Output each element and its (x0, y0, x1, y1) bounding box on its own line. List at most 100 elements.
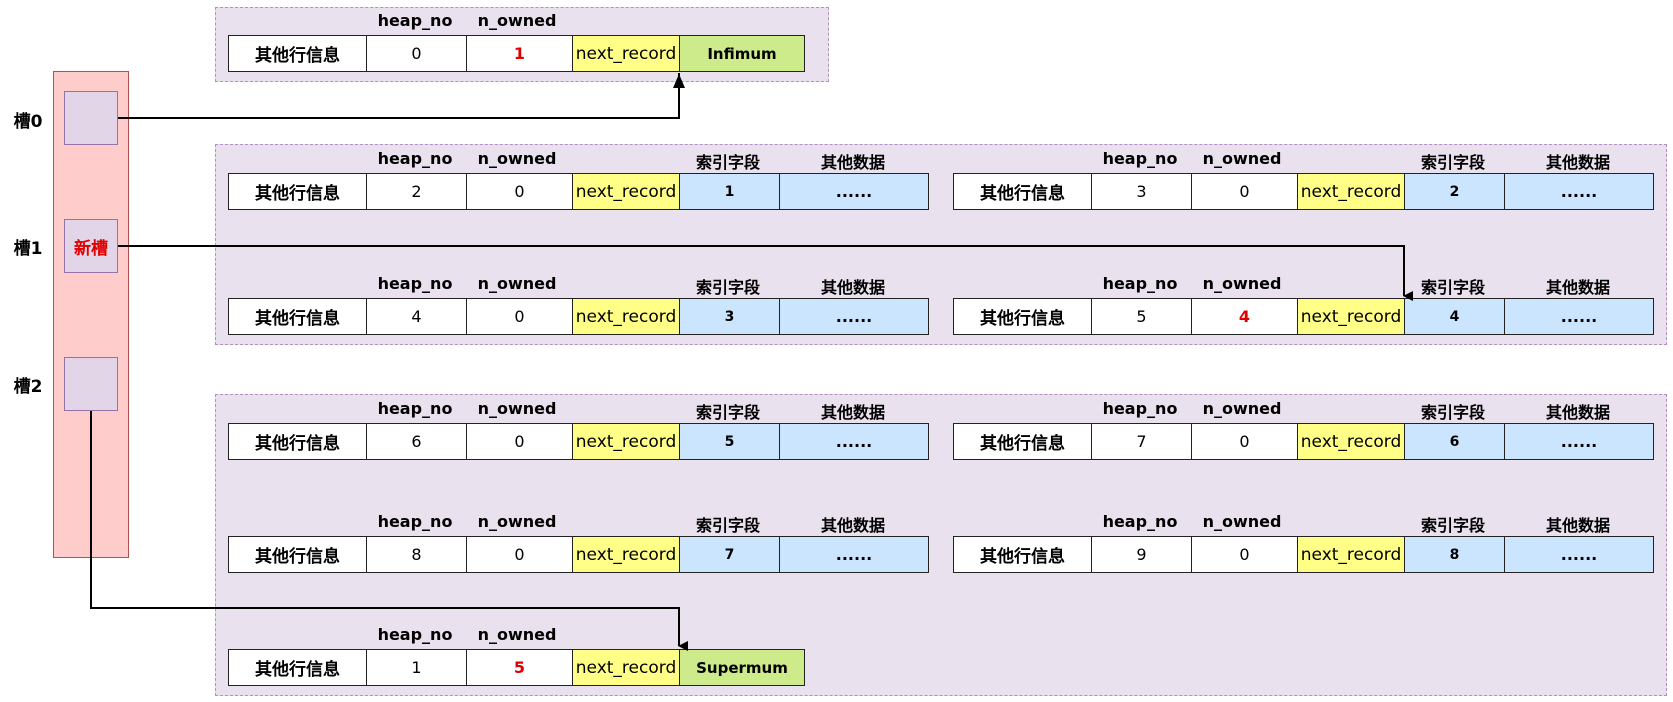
header-heap-no: heap_no (1102, 274, 1178, 293)
header-n-owned: n_owned (477, 399, 557, 418)
cell-next-record: next_record (1297, 298, 1405, 335)
slot-label-2: 槽2 (13, 377, 43, 397)
cell-other-info: 其他行信息 (953, 423, 1092, 460)
cell-other-data: ...... (779, 173, 929, 210)
cell-next-record: next_record (572, 536, 680, 573)
header-n-owned: n_owned (477, 11, 557, 30)
header-other-data: 其他数据 (820, 278, 886, 297)
cell-other-info: 其他行信息 (953, 173, 1092, 210)
header-index-field: 索引字段 (1420, 516, 1486, 535)
cell-heap-no: 6 (366, 423, 467, 460)
cell-next-record: next_record (572, 298, 680, 335)
header-index-field: 索引字段 (695, 278, 761, 297)
header-n-owned: n_owned (1202, 399, 1282, 418)
header-other-data: 其他数据 (820, 403, 886, 422)
cell-next-record: next_record (1297, 536, 1405, 573)
cell-infimum: Infimum (679, 35, 805, 72)
cell-other-info: 其他行信息 (228, 536, 367, 573)
cell-other-info: 其他行信息 (228, 173, 367, 210)
header-heap-no: heap_no (377, 11, 453, 30)
header-heap-no: heap_no (1102, 149, 1178, 168)
cell-index-field: 1 (679, 173, 780, 210)
header-heap-no: heap_no (377, 399, 453, 418)
cell-index-field: 5 (679, 423, 780, 460)
header-other-data: 其他数据 (1545, 153, 1611, 172)
cell-next-record: next_record (572, 423, 680, 460)
cell-n-owned: 1 (466, 35, 573, 72)
cell-index-field: 4 (1404, 298, 1505, 335)
header-other-data: 其他数据 (820, 153, 886, 172)
cell-other-data: ...... (779, 536, 929, 573)
cell-other-data: ...... (779, 298, 929, 335)
cell-heap-no: 4 (366, 298, 467, 335)
cell-other-data: ...... (1504, 536, 1654, 573)
slot-2 (64, 357, 118, 411)
cell-index-field: 7 (679, 536, 780, 573)
cell-other-info: 其他行信息 (228, 649, 367, 686)
slot-label-1: 槽1 (13, 239, 43, 259)
header-n-owned: n_owned (1202, 512, 1282, 531)
cell-index-field: 3 (679, 298, 780, 335)
header-heap-no: heap_no (377, 149, 453, 168)
header-n-owned: n_owned (477, 512, 557, 531)
header-other-data: 其他数据 (1545, 516, 1611, 535)
slot-label-0: 槽0 (13, 112, 43, 132)
header-index-field: 索引字段 (695, 516, 761, 535)
header-index-field: 索引字段 (695, 403, 761, 422)
cell-n-owned: 4 (1191, 298, 1298, 335)
header-heap-no: heap_no (377, 625, 453, 644)
cell-next-record: next_record (572, 173, 680, 210)
slot-1-new: 新槽 (64, 219, 118, 273)
header-n-owned: n_owned (1202, 274, 1282, 293)
cell-next-record: next_record (1297, 173, 1405, 210)
cell-next-record: next_record (572, 35, 680, 72)
header-heap-no: heap_no (377, 512, 453, 531)
cell-n-owned: 0 (466, 536, 573, 573)
cell-n-owned: 0 (1191, 423, 1298, 460)
cell-index-field: 2 (1404, 173, 1505, 210)
header-other-data: 其他数据 (1545, 278, 1611, 297)
cell-next-record: next_record (1297, 423, 1405, 460)
cell-heap-no: 5 (1091, 298, 1192, 335)
cell-heap-no: 9 (1091, 536, 1192, 573)
cell-other-info: 其他行信息 (953, 298, 1092, 335)
cell-n-owned: 0 (466, 298, 573, 335)
cell-index-field: 8 (1404, 536, 1505, 573)
header-index-field: 索引字段 (1420, 278, 1486, 297)
cell-other-data: ...... (1504, 298, 1654, 335)
cell-index-field: 6 (1404, 423, 1505, 460)
header-heap-no: heap_no (1102, 512, 1178, 531)
cell-heap-no: 1 (366, 649, 467, 686)
cell-heap-no: 3 (1091, 173, 1192, 210)
header-index-field: 索引字段 (695, 153, 761, 172)
cell-heap-no: 8 (366, 536, 467, 573)
cell-n-owned: 0 (1191, 173, 1298, 210)
cell-n-owned: 5 (466, 649, 573, 686)
header-other-data: 其他数据 (1545, 403, 1611, 422)
cell-n-owned: 0 (1191, 536, 1298, 573)
header-index-field: 索引字段 (1420, 153, 1486, 172)
header-heap-no: heap_no (1102, 399, 1178, 418)
cell-other-data: ...... (1504, 173, 1654, 210)
cell-n-owned: 0 (466, 173, 573, 210)
header-other-data: 其他数据 (820, 516, 886, 535)
header-n-owned: n_owned (477, 274, 557, 293)
cell-heap-no: 7 (1091, 423, 1192, 460)
header-heap-no: heap_no (377, 274, 453, 293)
header-n-owned: n_owned (477, 625, 557, 644)
cell-heap-no: 0 (366, 35, 467, 72)
cell-other-info: 其他行信息 (228, 35, 367, 72)
cell-other-data: ...... (1504, 423, 1654, 460)
header-index-field: 索引字段 (1420, 403, 1486, 422)
new-slot-label: 新槽 (74, 238, 108, 259)
slot-0 (64, 91, 118, 145)
cell-other-info: 其他行信息 (953, 536, 1092, 573)
cell-n-owned: 0 (466, 423, 573, 460)
cell-heap-no: 2 (366, 173, 467, 210)
cell-supremum: Supermum (679, 649, 805, 686)
cell-other-info: 其他行信息 (228, 298, 367, 335)
header-n-owned: n_owned (1202, 149, 1282, 168)
header-n-owned: n_owned (477, 149, 557, 168)
cell-other-data: ...... (779, 423, 929, 460)
cell-other-info: 其他行信息 (228, 423, 367, 460)
